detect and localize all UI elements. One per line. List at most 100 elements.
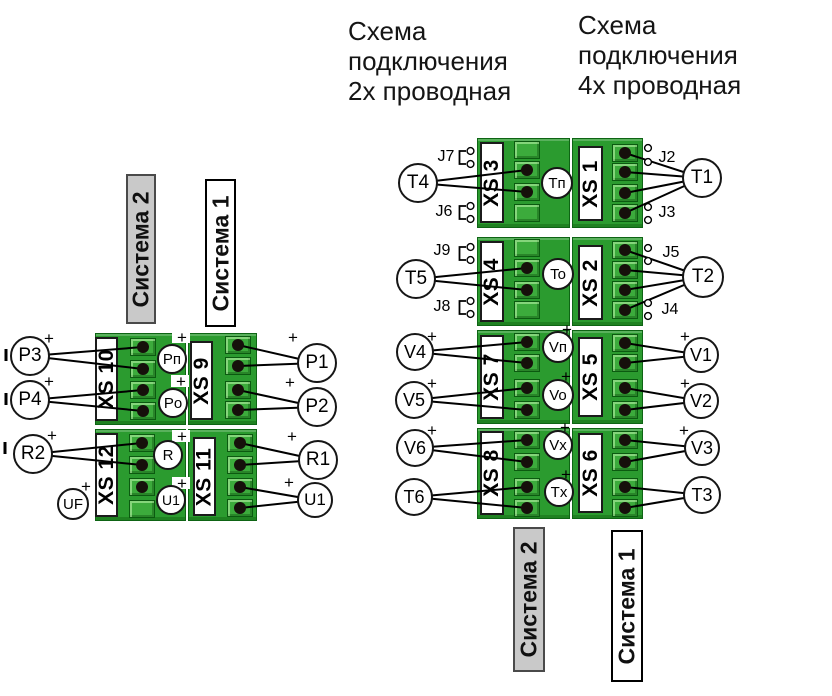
plus-mark: + [44,372,54,391]
connector-label-text: XS 8 [480,449,503,497]
connector-label-text: XS 10 [94,349,118,409]
terminal-screw [619,284,631,296]
header-line: подключения [348,46,508,76]
terminal-screw [521,434,533,446]
terminal-screw [521,382,533,394]
connector-label-xs4-strip [480,241,504,322]
terminal-screw [521,336,533,348]
terminal-screw [232,339,244,351]
terminal-screw [619,166,631,178]
separator-tab [172,430,190,442]
jumper-label-j8: J8 [433,298,451,315]
jumper-pin [643,143,653,153]
terminal-screw [137,363,149,375]
plus-mark: + [427,327,437,346]
connector-label-xs2: XS 2 [578,245,603,320]
sensor-circle-v3: V3 [684,430,720,466]
plus-mark: + [680,327,690,346]
plus-mark: + [427,421,437,440]
terminal-screw [619,264,631,276]
input-circle-r: R [153,440,183,470]
connector-label-xs7-strip [480,335,504,419]
terminal-screw [619,304,631,316]
header-line: 4х проводная [578,70,742,100]
plus-mark: + [47,426,57,445]
sensor-circle-p4: P4 [10,380,50,420]
connector-label-xs8-strip [480,431,504,515]
sensor-circle-t4: T4 [398,163,438,203]
terminal-screw [619,434,631,446]
system2-label-text: Система 2 [515,541,542,658]
sensor-circle-t1: T1 [682,158,722,198]
connector-label-text: XS 9 [189,356,213,405]
connector-label-xs1: XS 1 [578,146,603,221]
plus-mark: + [288,328,298,347]
system2-label-top: Система 2 [126,174,156,324]
terminal-screw [136,481,148,493]
terminal-screw [521,404,533,416]
connector-label-xs10: XS 10 [95,337,118,421]
connector-label-xs2-strip [578,245,603,320]
connector-label-text: XS 1 [578,159,602,208]
connector-label-xs5: XS 5 [578,337,603,417]
plus-mark: + [561,465,571,484]
connector-label-text: XS 2 [578,258,602,307]
jumper-bracket [458,150,466,165]
jumper-label-j6: J6 [435,203,453,220]
header-2wire-title: Схема подключения 2х проводная [348,16,511,106]
system2-label-text: Система 2 [127,191,154,307]
sensor-circle-v2: V2 [683,383,719,419]
terminal-screw [137,341,149,353]
connector-label-xs9-strip [190,341,213,420]
sensor-circle-r1: R1 [298,440,338,480]
input-circle-pp: Pп [157,344,187,374]
connector-label-text: XS 5 [578,353,602,401]
jumper-pin [466,201,475,211]
terminal-screw [521,186,533,198]
jumper-label-j9: J9 [433,242,451,259]
jumper-label-j3: J3 [658,204,676,221]
header-4wire-title: Схема подключения 4х проводная [578,10,741,100]
plus-mark: + [427,374,437,393]
connector-label-xs1-strip [578,146,603,221]
connector-label-xs4: XS 4 [480,241,504,322]
terminal-screw [521,502,533,514]
jumper-pin [643,157,653,167]
connector-label-xs6: XS 6 [578,433,603,513]
sensor-circle-p3: P3 [10,336,50,376]
input-circle-tp: Tп [541,167,573,199]
jumper-pin [643,202,653,212]
header-line: подключения [578,40,738,70]
connector-label-xs3-strip [480,142,504,223]
jumper-pin [466,242,475,252]
connector-label-xs12: XS 12 [95,433,118,517]
sensor-circle-v5: V5 [395,381,433,419]
separator-tab [171,375,189,387]
plus-mark: + [177,474,187,493]
terminal-slot [514,204,540,222]
connector-label-xs3: XS 3 [480,142,504,223]
plus-mark: + [44,329,54,348]
terminal-screw [619,357,631,369]
connector-label-xs7: XS 7 [480,335,504,419]
terminal-slot [514,239,540,257]
jumper-pin [466,309,475,319]
jumper-bracket [458,246,466,261]
jumper-pin [466,146,475,156]
sensor-circle-v4: V4 [396,333,434,371]
terminal-screw [234,502,246,514]
terminal-slot [129,500,155,518]
terminal-screw [619,481,631,493]
terminal-screw [232,384,244,396]
terminal-screw [619,404,631,416]
plus-mark: + [284,473,294,492]
plus-mark: + [560,418,570,437]
plus-mark: + [285,373,295,392]
terminal-screw [137,405,149,417]
jumper-pin [643,298,653,308]
connector-label-xs6-strip [578,433,603,513]
terminal-screw [619,456,631,468]
terminal-slot [514,301,540,319]
terminal-screw [619,382,631,394]
system1-label-bottom: Система 1 [611,530,643,682]
